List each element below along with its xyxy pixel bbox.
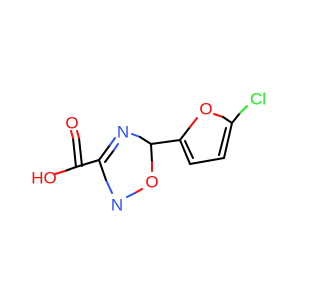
bond-furan-c2-o-a	[179, 126, 191, 141]
atom-label-furan-oxygen: O	[199, 100, 212, 119]
bond-carbonyl-2b	[76, 130, 80, 139]
bond-n2-c3-a	[105, 179, 113, 194]
bond-furan-c3-c2-inner	[184, 140, 194, 159]
atom-label-chlorine: Cl	[250, 90, 266, 109]
atom-label-ring-nitrogen-top: N	[117, 123, 129, 142]
bond-furan-c3-c2	[179, 139, 191, 165]
bond-carbonyl-2	[78, 137, 83, 167]
bond-o1-n2-b	[126, 192, 136, 198]
bond-carbonyl-1b	[70, 130, 74, 139]
bond-n4-c5-b	[139, 136, 152, 145]
bond-furan-c2-o-b	[189, 117, 198, 128]
bond-c5-o1-a	[150, 143, 153, 163]
atom-label-ring-oxygen: O	[145, 173, 158, 192]
bond-n2-c3-b	[98, 159, 107, 181]
bond-c-cl-b	[239, 105, 248, 114]
bond-c-cl-a	[231, 112, 241, 124]
bond-n4-c5-a	[131, 133, 141, 138]
bond-furan-o-c5-a	[213, 113, 224, 118]
bond-c3-n4-d	[113, 143, 119, 151]
bond-furan-c4-c3	[189, 157, 225, 165]
bond-furan-c5-c4-inner	[218, 127, 227, 156]
bond-c5-furan	[150, 139, 181, 145]
molecule-diagram: Cl O N N O O HO	[31, 90, 266, 215]
bond-c3-carboxyl	[75, 159, 100, 168]
bond-c3-n4-a	[98, 144, 111, 161]
atom-label-carbonyl-oxygen: O	[65, 114, 78, 133]
bond-hydroxyl-a	[64, 166, 77, 172]
bond-hydroxyl-b	[54, 170, 66, 175]
bond-furan-c5-c4	[223, 122, 233, 159]
bond-c3-n4-c	[104, 149, 115, 163]
atom-label-hydroxyl: HO	[31, 169, 57, 188]
bond-c3-n4-b	[109, 137, 116, 146]
bond-o1-n2-a	[134, 188, 143, 194]
molecule-structure: Cl O N N O O HO	[31, 90, 266, 215]
bond-furan-o-c5-b	[222, 116, 233, 124]
bond-carbonyl-1	[72, 137, 77, 168]
atom-label-ring-nitrogen-bottom: N	[111, 196, 123, 215]
